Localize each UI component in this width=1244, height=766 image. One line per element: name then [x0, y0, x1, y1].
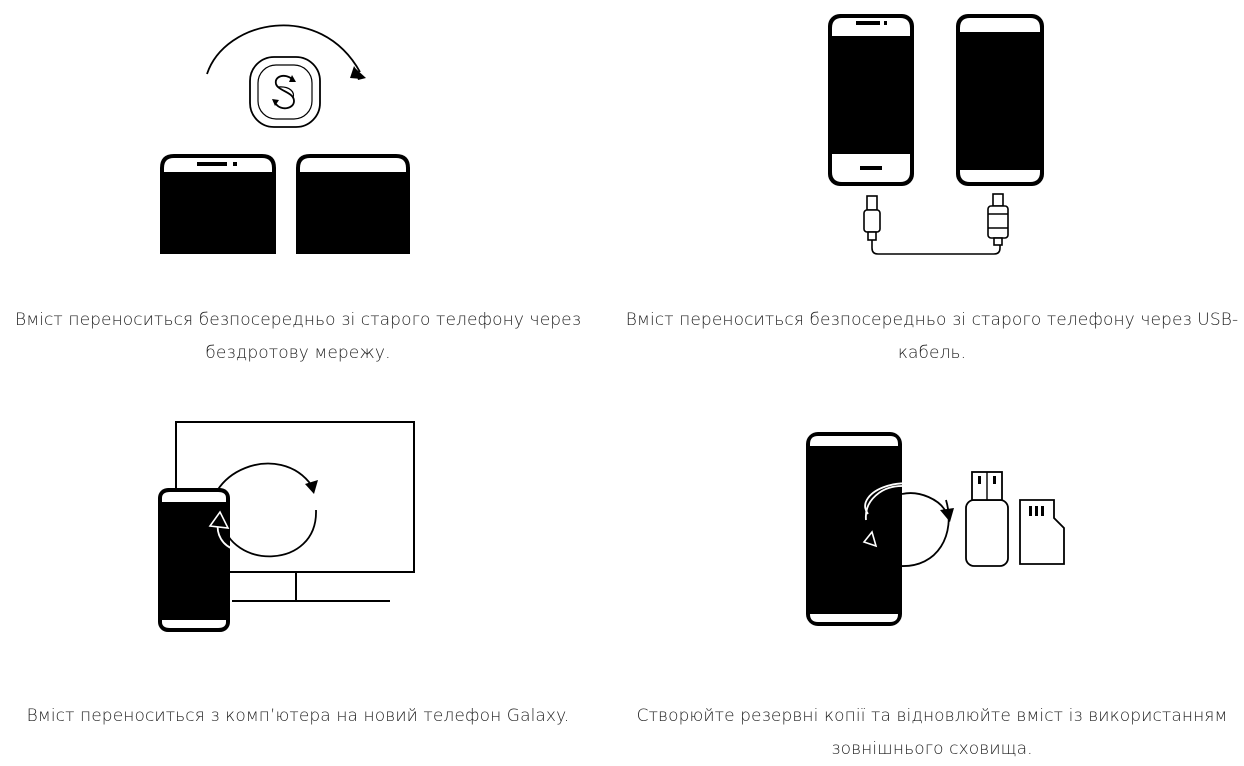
smart-switch-wireless-icon [160, 24, 410, 254]
computer-transfer-icon [158, 421, 415, 632]
option-usb-transfer[interactable]: Вміст переноситься безпосередньо зі стар… [620, 0, 1244, 380]
option-description: Створюйте резервні копії та відновлюйте … [636, 706, 1228, 759]
usb-cable-transfer-icon [828, 14, 1044, 255]
option-description: Вміст переноситься безпосередньо зі стар… [15, 310, 581, 363]
option-external-storage[interactable]: Створюйте резервні копії та відновлюйте … [620, 400, 1244, 760]
option-description: Вміст переноситься безпосередньо зі стар… [625, 310, 1239, 363]
option-wireless-transfer[interactable]: Вміст переноситься безпосередньо зі стар… [0, 0, 620, 380]
option-description: Вміст переноситься з комп’ютера на новий… [26, 706, 570, 726]
option-pc-transfer[interactable]: Вміст переноситься з комп’ютера на новий… [0, 400, 620, 760]
external-storage-icon [806, 432, 1065, 626]
